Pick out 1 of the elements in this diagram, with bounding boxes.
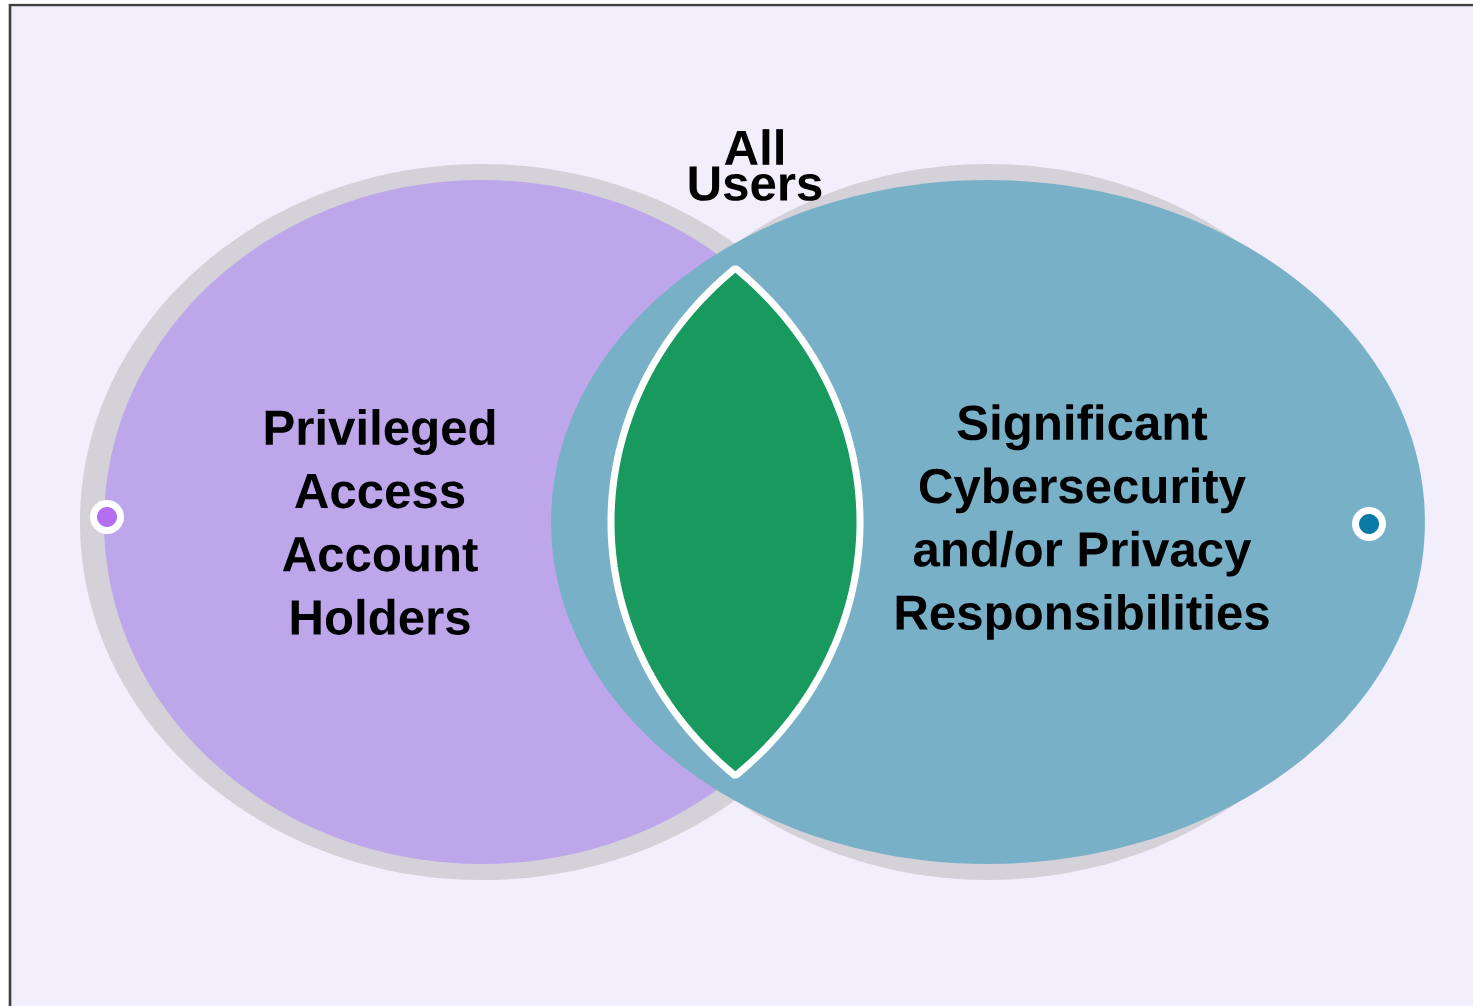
overlap-lens bbox=[607, 265, 864, 779]
